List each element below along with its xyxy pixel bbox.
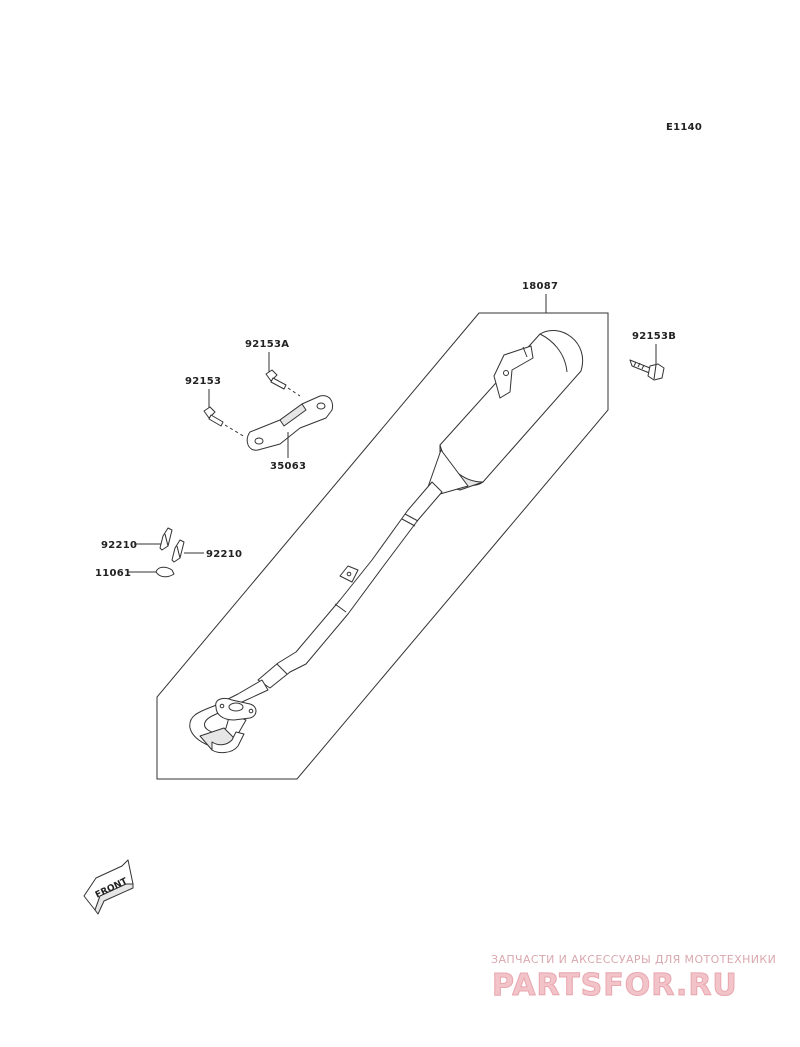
label-92210-left[interactable]: 92210 bbox=[101, 540, 137, 551]
label-35063[interactable]: 35063 bbox=[270, 461, 306, 472]
bolt-92153A-drawing bbox=[265, 369, 301, 397]
diagram-code: E1140 bbox=[666, 122, 702, 133]
label-92153[interactable]: 92153 bbox=[185, 376, 221, 387]
bolt-92153-drawing bbox=[203, 406, 246, 438]
gasket-11061-drawing bbox=[155, 566, 175, 578]
muffler-assembly-boundary bbox=[156, 312, 609, 780]
muffler-drawing bbox=[189, 329, 584, 754]
label-92153A[interactable]: 92153A bbox=[245, 339, 289, 350]
bolt-92153B-drawing bbox=[629, 359, 665, 381]
label-92153B[interactable]: 92153B bbox=[632, 331, 676, 342]
label-92210-right[interactable]: 92210 bbox=[206, 549, 242, 560]
label-11061[interactable]: 11061 bbox=[95, 568, 131, 579]
watermark-tagline: ЗАПЧАСТИ И АКСЕССУАРЫ ДЛЯ МОТОТЕХНИКИ bbox=[491, 953, 776, 966]
front-arrow-icon: FRONT bbox=[83, 859, 134, 915]
label-18087[interactable]: 18087 bbox=[522, 281, 558, 292]
clip-92210-left-drawing bbox=[159, 527, 173, 551]
bracket-35063-drawing bbox=[246, 395, 333, 451]
clip-92210-right-drawing bbox=[171, 539, 185, 563]
watermark-brand: PARTSFOR.RU bbox=[492, 968, 738, 1003]
